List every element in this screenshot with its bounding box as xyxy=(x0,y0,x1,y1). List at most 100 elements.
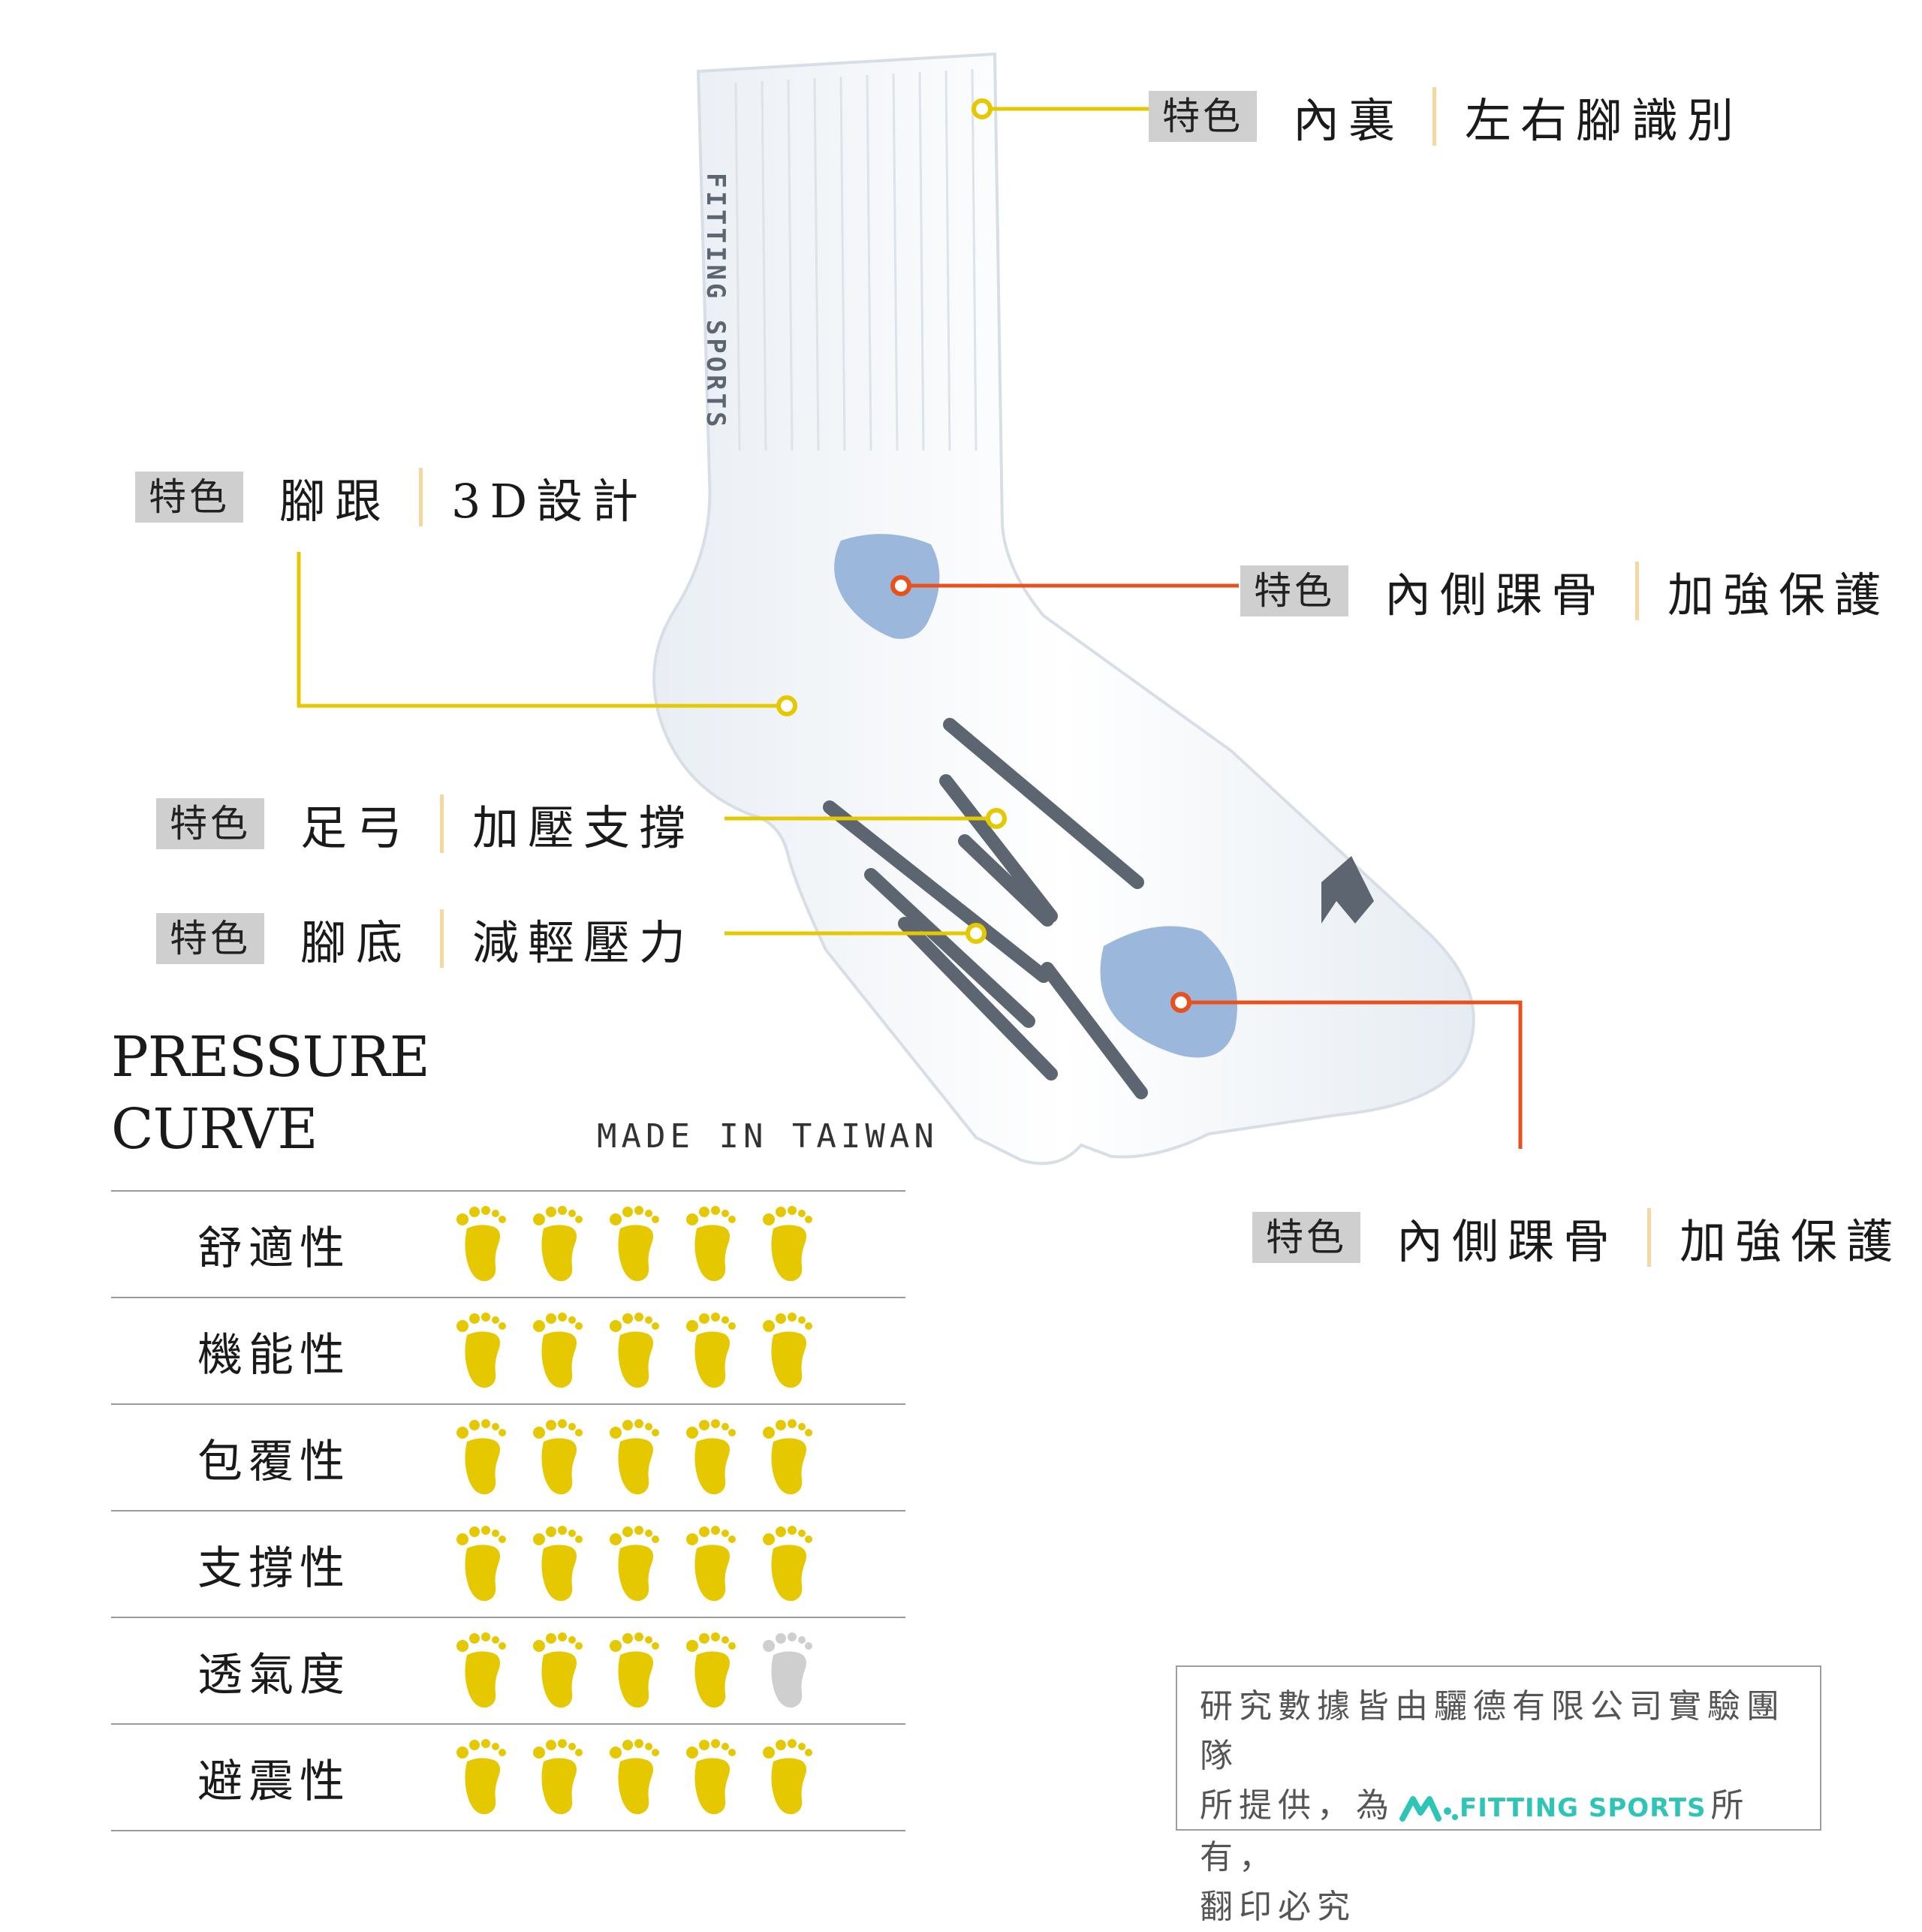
feature-tag: 特色 xyxy=(1149,91,1257,142)
rating-row: 支撐性 xyxy=(111,1510,905,1617)
rating-label: 避震性 xyxy=(111,1723,452,1831)
foot-filled-icon xyxy=(758,1416,818,1499)
rating-label: 機能性 xyxy=(111,1297,452,1404)
sock-brand-text: FITTING SPORTS xyxy=(700,173,731,430)
foot-filled-icon xyxy=(452,1736,512,1819)
callout-dot-sole xyxy=(966,923,987,944)
feature-separator xyxy=(419,468,423,526)
callout-dot-ankle xyxy=(890,575,911,596)
sole-patch xyxy=(1100,926,1237,1058)
foot-filled-icon xyxy=(529,1736,589,1819)
feature-ankle: 特色 內側踝骨 加強保護 xyxy=(1240,557,1890,625)
pressure-title-line2: CURVE xyxy=(111,1097,318,1162)
feature-separator xyxy=(440,794,444,853)
rating-feet xyxy=(452,1617,905,1724)
rating-row: 避震性 xyxy=(111,1723,905,1831)
foot-filled-icon xyxy=(682,1523,742,1605)
fitting-sports-logo: FITTING SPORTS xyxy=(1399,1783,1707,1833)
rating-feet xyxy=(452,1723,905,1831)
foot-filled-icon xyxy=(758,1310,818,1392)
callout-line-sole-patch xyxy=(1181,1000,1523,1149)
callout-dot-arch xyxy=(986,808,1007,829)
feature-lining: 特色 內裏 左右腳識別 xyxy=(1149,83,1743,150)
sock-body xyxy=(652,52,1475,1165)
callout-dot-lining xyxy=(972,98,993,119)
callout-dot-heel xyxy=(776,695,797,716)
feature-desc: 加強保護 xyxy=(1679,1214,1902,1269)
rating-feet xyxy=(452,1297,905,1404)
feature-tag: 特色 xyxy=(135,472,243,523)
foot-filled-icon xyxy=(452,1310,512,1392)
rating-label: 包覆性 xyxy=(111,1403,452,1511)
feature-tag: 特色 xyxy=(1240,565,1348,616)
rating-feet xyxy=(452,1510,905,1617)
feature-part: 腳跟 xyxy=(279,474,391,529)
feature-desc: 3D設計 xyxy=(451,474,648,529)
foot-filled-icon xyxy=(605,1416,665,1499)
feature-desc: 減輕壓力 xyxy=(472,915,695,970)
rating-label: 透氣度 xyxy=(111,1617,452,1724)
feature-desc: 加強保護 xyxy=(1667,568,1890,622)
made-in-label: MADE IN TAIWAN xyxy=(597,1117,938,1156)
foot-filled-icon xyxy=(758,1736,818,1819)
foot-filled-icon xyxy=(682,1416,742,1499)
feature-part: 內側踝骨 xyxy=(1384,568,1607,622)
feature-part: 足弓 xyxy=(300,800,412,855)
feature-tag: 特色 xyxy=(156,798,264,849)
foot-filled-icon xyxy=(529,1416,589,1499)
note-line2-pre: 所提供，為 xyxy=(1200,1786,1395,1825)
cuff-ribs xyxy=(734,68,978,451)
note-line2-post: 所有， xyxy=(1200,1786,1750,1876)
foot-filled-icon xyxy=(529,1523,589,1605)
callout-line-heel xyxy=(297,552,787,708)
rating-feet xyxy=(452,1403,905,1511)
foot-filled-icon xyxy=(452,1416,512,1499)
rating-row: 透氣度 xyxy=(111,1617,905,1724)
feature-tag: 特色 xyxy=(1252,1212,1360,1263)
foot-filled-icon xyxy=(758,1203,818,1285)
foot-filled-icon xyxy=(682,1736,742,1819)
feature-sole: 特色 腳底 減輕壓力 xyxy=(156,905,694,972)
feature-part: 內裏 xyxy=(1293,93,1405,148)
feature-desc: 左右腳識別 xyxy=(1465,93,1743,148)
feature-separator xyxy=(440,909,444,968)
foot-filled-icon xyxy=(529,1310,589,1392)
feature-heel: 特色 腳跟 3D設計 xyxy=(135,463,647,531)
brand-mark-icon xyxy=(1399,1795,1458,1822)
foot-filled-icon xyxy=(682,1629,742,1712)
logo-text: FITTING SPORTS xyxy=(1460,1792,1707,1823)
feature-tag: 特色 xyxy=(156,913,264,964)
foot-filled-icon xyxy=(605,1629,665,1712)
rating-feet xyxy=(452,1190,905,1298)
pressure-curve-title: PRESSURE CURVE xyxy=(111,1021,430,1165)
foot-filled-icon xyxy=(682,1203,742,1285)
foot-filled-icon xyxy=(529,1203,589,1285)
rating-row: 機能性 xyxy=(111,1297,905,1404)
arch-stripes xyxy=(823,718,1148,1099)
feature-separator xyxy=(1432,87,1437,146)
ankle-patch xyxy=(834,534,940,639)
foot-filled-icon xyxy=(758,1523,818,1605)
foot-filled-icon xyxy=(529,1629,589,1712)
rating-row: 包覆性 xyxy=(111,1403,905,1511)
foot-filled-icon xyxy=(605,1736,665,1819)
feature-sole-patch: 特色 內側踝骨 加強保護 xyxy=(1252,1204,1902,1271)
feature-part: 內側踝骨 xyxy=(1396,1214,1619,1269)
foot-filled-icon xyxy=(682,1310,742,1392)
rating-label: 支撐性 xyxy=(111,1510,452,1617)
callout-dot-sole-patch xyxy=(1170,992,1191,1013)
foot-filled-icon xyxy=(452,1203,512,1285)
note-line1: 研究數據皆由驪德有限公司實驗團隊 xyxy=(1200,1687,1785,1775)
feature-separator xyxy=(1635,562,1640,620)
feature-arch: 特色 足弓 加壓支撐 xyxy=(156,790,694,857)
feature-separator xyxy=(1647,1208,1652,1267)
ratings-table: 舒適性機能性包覆性支撐性透氣度避震性 xyxy=(111,1190,905,1831)
foot-filled-icon xyxy=(605,1203,665,1285)
pressure-title-line1: PRESSURE xyxy=(111,1025,430,1090)
feature-desc: 加壓支撐 xyxy=(472,800,695,855)
rating-label: 舒適性 xyxy=(111,1190,452,1298)
